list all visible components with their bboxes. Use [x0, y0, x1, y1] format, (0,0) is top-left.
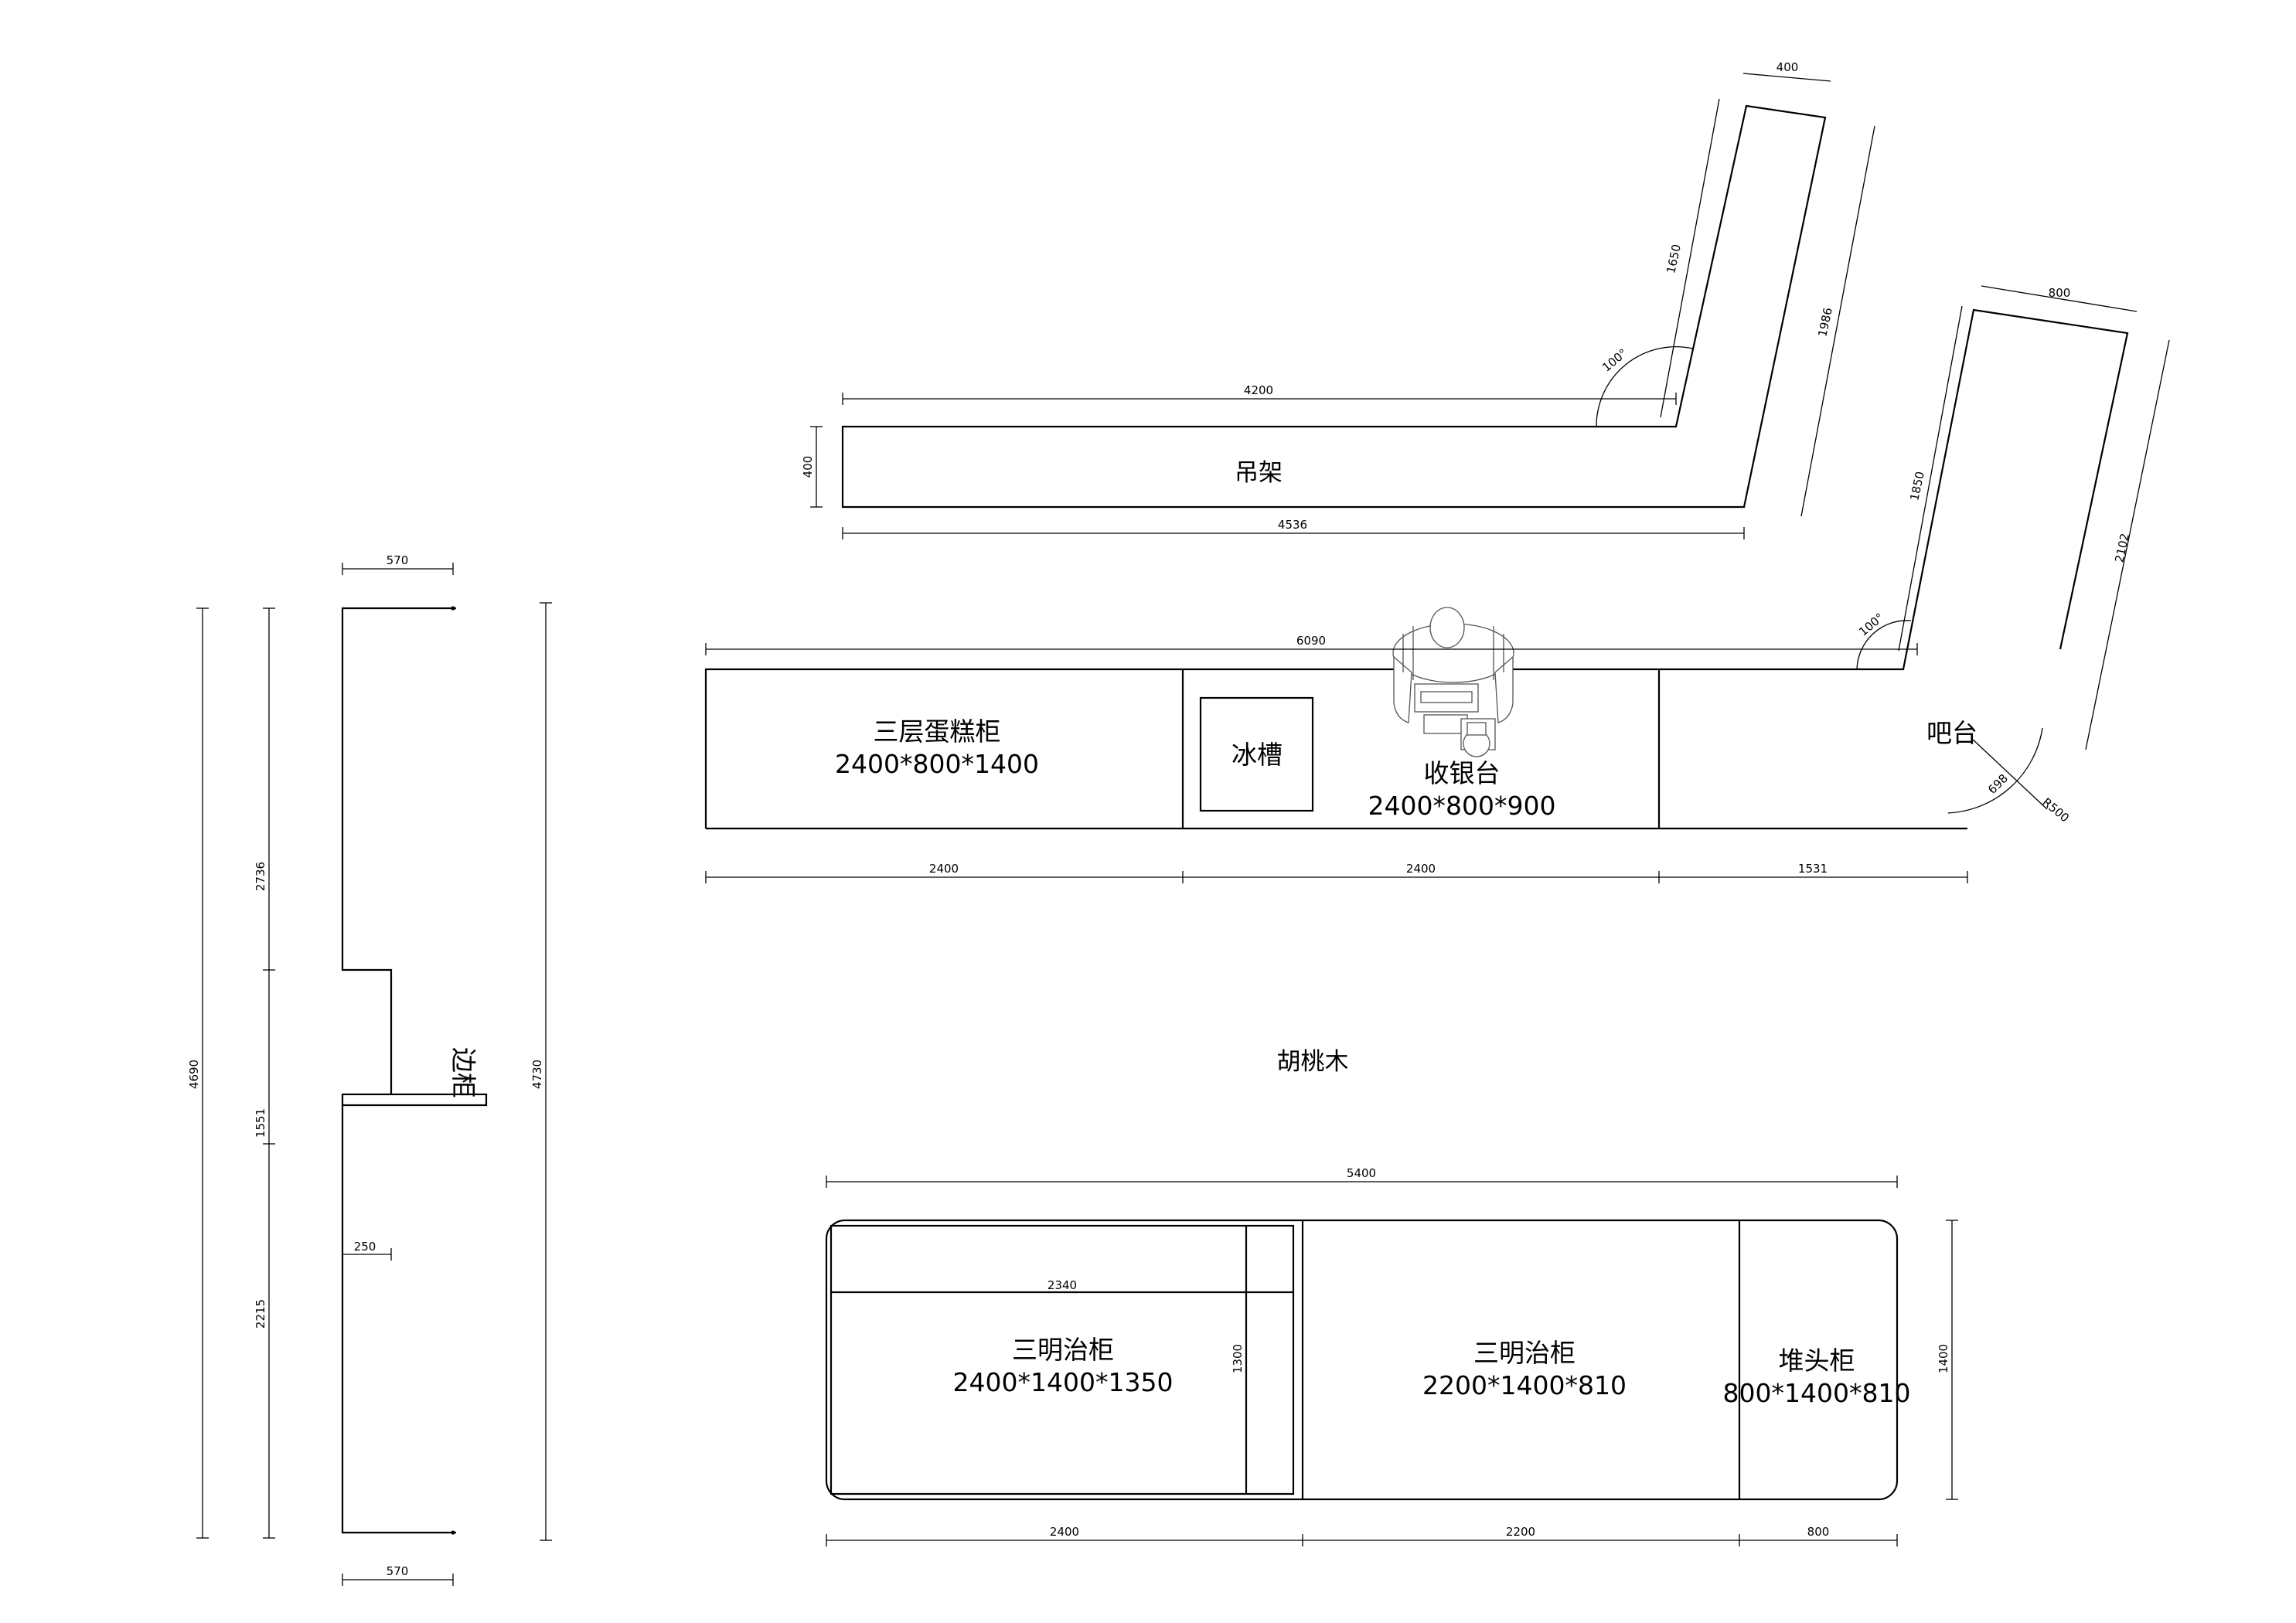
side-total-left: 4690 [187, 1060, 201, 1089]
sandwich-cabinet-1-inner [829, 1224, 1295, 1495]
rack-bottom-length: 4536 [1278, 518, 1307, 532]
counter-seg1: 2400 [929, 862, 959, 876]
sandwich-cabinet-2-name: 三明治柜 [1473, 1338, 1576, 1368]
rack-top-length: 4200 [1244, 383, 1273, 397]
end-cabinet-name: 堆头柜 [1779, 1346, 1855, 1376]
side-bottom-width: 570 [387, 1564, 409, 1578]
island-depth: 1400 [1937, 1344, 1950, 1373]
side-lower: 2215 [254, 1299, 267, 1329]
cake-cabinet-name: 三层蛋糕柜 [874, 716, 1001, 747]
counter-seg3: 1531 [1798, 862, 1828, 876]
side-cabinet-shelf [341, 1093, 488, 1107]
hanging-rack-dimensions: 4200 4536 400 1650 1986 400 100° [801, 60, 1875, 539]
side-top-width: 570 [387, 553, 409, 567]
hanging-rack-label: 吊架 [1235, 459, 1283, 487]
island-inner-length: 2340 [1048, 1278, 1077, 1292]
hanging-rack-outline [841, 104, 1827, 509]
island-dimensions: 5400 2340 1300 1400 2400 2200 800 [826, 1166, 1958, 1546]
cashier-name: 收银台 [1424, 758, 1501, 788]
rack-angle: 100° [1599, 346, 1630, 375]
island-total-length: 5400 [1347, 1166, 1376, 1180]
side-cabinet-label: 边柜 [448, 1047, 479, 1098]
sandwich-cabinet-2-size: 2200*1400*810 [1422, 1370, 1627, 1400]
island-outline [825, 1219, 1899, 1501]
cashier-person-icon [1392, 607, 1514, 757]
counter: 三层蛋糕柜 2400*800*1400 冰槽 收银台 2400*800*900 … [704, 308, 2129, 830]
island-seg3: 800 [1807, 1525, 1830, 1539]
material-note: 胡桃木 [1277, 1048, 1349, 1076]
side-middle: 1551 [254, 1108, 267, 1138]
counter-outline [704, 308, 2129, 829]
end-cabinet-size: 800*1400*810 [1723, 1378, 1911, 1408]
island: 三明治柜 2400*1400*1350 三明治柜 2200*1400*810 堆… [825, 1219, 1911, 1501]
side-cabinet-profile [341, 607, 456, 1094]
island-inner-depth: 1300 [1231, 1344, 1245, 1373]
hanging-rack: 吊架 [841, 104, 1827, 509]
ice-sink [1199, 696, 1314, 812]
counter-seg2: 2400 [1406, 862, 1436, 876]
island-seg1: 2400 [1050, 1525, 1079, 1539]
rack-arm-outer: 1986 [1815, 306, 1835, 338]
side-step: 250 [354, 1240, 376, 1254]
sandwich-cabinet-1-size: 2400*1400*1350 [953, 1367, 1174, 1397]
ice-sink-name: 冰槽 [1231, 740, 1283, 770]
side-total-right: 4730 [530, 1060, 544, 1089]
side-cabinet: 边柜 [341, 606, 488, 1535]
side-upper: 2736 [254, 862, 267, 891]
counter-top-length: 6090 [1296, 634, 1326, 648]
cake-cabinet-size: 2400*800*1400 [835, 749, 1039, 779]
side-cabinet-dimensions: 570 570 4690 2736 1551 2215 250 4730 [187, 553, 552, 1586]
rack-arm-width: 400 [1777, 60, 1799, 74]
counter-arm-outer: 2102 [2112, 532, 2132, 563]
counter-angle: 100° [1856, 611, 1886, 639]
rack-arm-inner: 1650 [1664, 243, 1684, 274]
counter-arm-width: 800 [2049, 286, 2071, 300]
cashier-size: 2400*800*900 [1368, 791, 1556, 821]
rack-depth: 400 [801, 456, 815, 478]
counter-radius: R500 [2039, 795, 2071, 825]
counter-arm-inner: 1850 [1907, 470, 1927, 502]
counter-radius-inner: 698 [1985, 771, 2011, 797]
side-cabinet-lower [341, 1105, 456, 1534]
bar-name: 吧台 [1926, 718, 1977, 748]
sandwich-cabinet-1-name: 三明治柜 [1012, 1335, 1114, 1365]
island-seg2: 2200 [1506, 1525, 1535, 1539]
